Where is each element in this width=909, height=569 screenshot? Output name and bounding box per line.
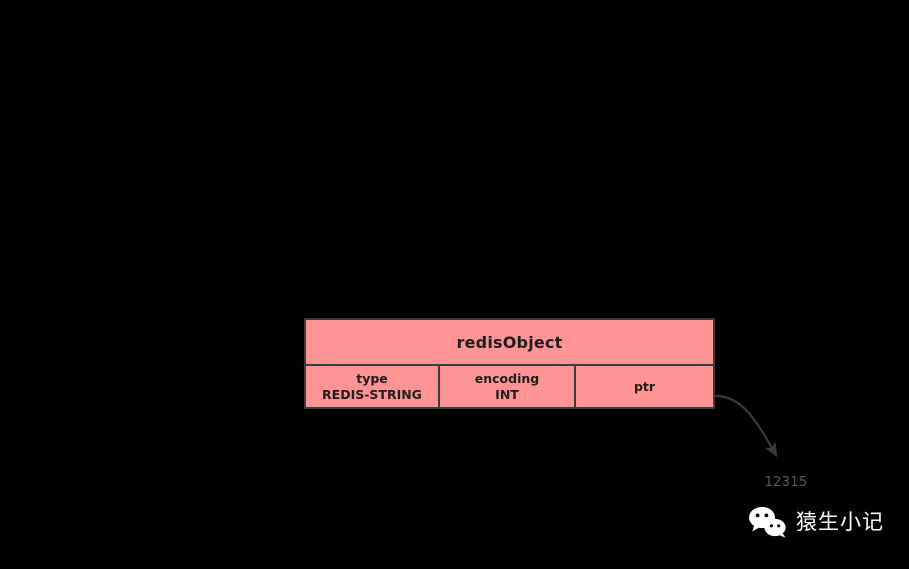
field-label-ptr: ptr	[633, 378, 656, 394]
wechat-logo-icon	[749, 506, 786, 538]
struct-field-row: type REDIS-STRING encoding INT ptr	[306, 366, 713, 407]
field-value-type: REDIS-STRING	[322, 386, 422, 402]
pointer-arrow-path	[714, 394, 778, 458]
struct-title: redisObject	[306, 320, 713, 366]
field-cell-ptr: ptr	[576, 366, 713, 407]
redisobject-struct-box: redisObject type REDIS-STRING encoding I…	[304, 318, 715, 409]
watermark-text: 猿生小记	[796, 509, 884, 534]
field-label-type: type	[356, 370, 388, 386]
field-cell-type: type REDIS-STRING	[306, 366, 440, 407]
field-value-encoding: INT	[495, 386, 519, 402]
field-cell-encoding: encoding INT	[440, 366, 576, 407]
pointer-target-value: 12315	[764, 475, 808, 490]
watermark: 猿生小记	[748, 505, 884, 539]
field-label-encoding: encoding	[474, 370, 540, 386]
